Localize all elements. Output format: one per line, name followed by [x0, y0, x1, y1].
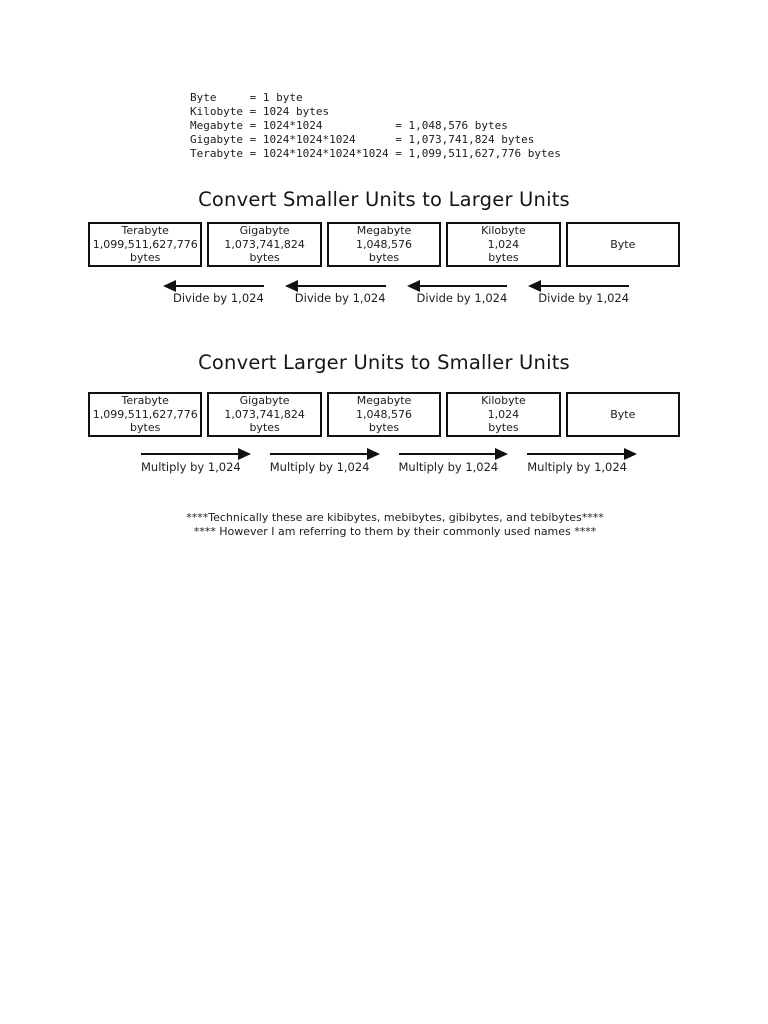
unit-suffix: bytes — [130, 421, 161, 435]
unit-value: 1,048,576 — [356, 237, 412, 251]
unit-value: 1,073,741,824 — [224, 407, 305, 421]
unit-suffix: bytes — [368, 421, 400, 435]
unit-suffix: bytes — [488, 421, 519, 435]
unit-name: Byte — [610, 237, 636, 251]
footnote-line-2: **** However I am referring to them by t… — [193, 525, 597, 538]
arrow-label: Divide by 1,024 — [538, 291, 630, 305]
arrow-right-icon — [398, 447, 509, 460]
unit-definitions-text: Byte = 1 byte Kilobyte = 1024 bytes Mega… — [190, 91, 561, 160]
divide-arrow: Divide by 1,024 — [284, 279, 386, 305]
arrow-label: Divide by 1,024 — [416, 291, 508, 305]
section-title-multiply: Convert Larger Units to Smaller Units — [198, 351, 570, 374]
unit-name: Kilobyte — [481, 394, 526, 408]
unit-name: Megabyte — [356, 394, 412, 408]
multiply-arrow: Multiply by 1,024 — [398, 447, 509, 474]
footnote-line-1: ****Technically these are kibibytes, meb… — [186, 511, 604, 524]
unit-box-kilobyte: Kilobyte 1,024 bytes — [446, 392, 561, 437]
multiply-arrow: Multiply by 1,024 — [141, 447, 251, 473]
arrow-right-icon — [141, 447, 251, 460]
unit-suffix: bytes — [368, 251, 400, 265]
unit-value: 1,048,576 — [356, 407, 412, 421]
unit-name: Gigabyte — [239, 224, 290, 238]
unit-box-kilobyte: Kilobyte 1,024 bytes — [446, 222, 561, 267]
unit-suffix: bytes — [249, 421, 280, 435]
unit-name: Gigabyte — [239, 394, 290, 408]
unit-suffix: bytes — [488, 251, 519, 265]
unit-value: 1,024 — [487, 407, 520, 421]
unit-suffix: bytes — [130, 251, 161, 265]
arrow-label: Multiply by 1,024 — [269, 460, 370, 474]
unit-suffix: bytes — [249, 251, 280, 265]
divide-arrow: Divide by 1,024 — [406, 279, 508, 305]
unit-box-megabyte: Megabyte 1,048,576 bytes — [326, 392, 442, 437]
unit-name: Terabyte — [121, 394, 169, 408]
arrow-left-icon — [528, 279, 630, 292]
unit-box-byte: Byte — [565, 392, 681, 437]
divide-arrow: Divide by 1,024 — [163, 279, 264, 304]
unit-box-gigabyte: Gigabyte 1,073,741,824 bytes — [207, 392, 322, 437]
unit-box-row-divide: Terabyte 1,099,511,627,776 bytes Gigabyt… — [88, 222, 681, 267]
unit-name: Byte — [610, 407, 636, 421]
multiply-arrow: Multiply by 1,024 — [527, 447, 637, 473]
arrow-label: Divide by 1,024 — [294, 291, 386, 305]
arrow-right-icon — [527, 447, 637, 460]
arrow-left-icon — [284, 279, 386, 292]
multiply-arrow-row: Multiply by 1,024 Multiply by 1,024 Mult… — [141, 447, 637, 474]
unit-value: 1,024 — [487, 237, 520, 251]
unit-box-row-multiply: Terabyte 1,099,511,627,776 bytes Gigabyt… — [88, 392, 681, 437]
arrow-right-icon — [269, 447, 380, 460]
unit-box-byte: Byte — [565, 222, 681, 267]
divide-arrow: Divide by 1,024 — [528, 279, 630, 305]
multiply-arrow: Multiply by 1,024 — [269, 447, 380, 474]
arrow-label: Multiply by 1,024 — [398, 460, 499, 474]
divide-arrow-row: Divide by 1,024 Divide by 1,024 Divide b… — [163, 279, 630, 305]
unit-name: Kilobyte — [481, 224, 526, 238]
unit-name: Terabyte — [121, 224, 169, 238]
unit-value: 1,073,741,824 — [224, 237, 305, 251]
unit-value: 1,099,511,627,776 — [92, 237, 198, 251]
arrow-left-icon — [406, 279, 508, 292]
arrow-left-icon — [163, 279, 264, 292]
unit-box-terabyte: Terabyte 1,099,511,627,776 bytes — [88, 392, 203, 437]
arrow-label: Divide by 1,024 — [173, 291, 264, 305]
unit-value: 1,099,511,627,776 — [92, 407, 198, 421]
unit-name: Megabyte — [356, 224, 412, 238]
unit-box-gigabyte: Gigabyte 1,073,741,824 bytes — [207, 222, 322, 267]
footnote: ****Technically these are kibibytes, meb… — [0, 511, 768, 539]
unit-box-megabyte: Megabyte 1,048,576 bytes — [326, 222, 442, 267]
arrow-label: Multiply by 1,024 — [527, 460, 627, 474]
section-title-divide: Convert Smaller Units to Larger Units — [198, 188, 570, 211]
unit-box-terabyte: Terabyte 1,099,511,627,776 bytes — [88, 222, 203, 267]
arrow-label: Multiply by 1,024 — [141, 460, 241, 474]
